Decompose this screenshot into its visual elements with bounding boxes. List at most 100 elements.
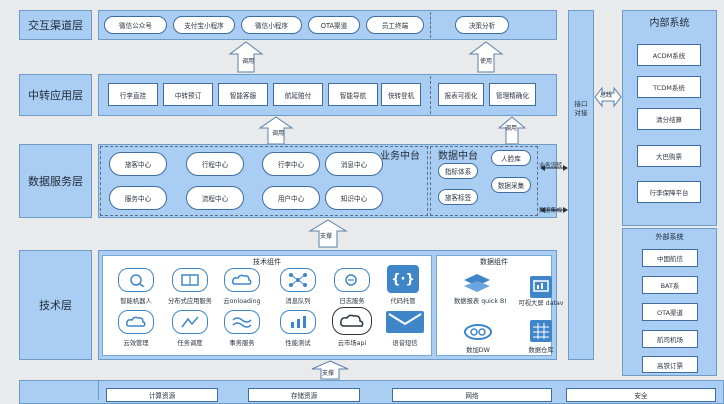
interface-label-line-1: 接口 (574, 100, 588, 108)
dashboard-icon[interactable] (530, 276, 552, 298)
channel-wechat-official[interactable]: 微信公众号 (104, 16, 167, 34)
data-platform (430, 146, 538, 216)
message-queue-label: 消息队列 (285, 298, 311, 305)
center-user[interactable]: 用户中心 (262, 186, 320, 210)
app-management-precise[interactable]: 管理精确化 (489, 83, 536, 106)
app-luggage-direct[interactable]: 行李直挂 (108, 83, 158, 106)
data-platform-title: 数据中台 (438, 151, 478, 162)
transaction-label: 事务服务 (229, 340, 255, 347)
system-rail-ticket[interactable]: 高铁订票 (642, 356, 698, 373)
center-process[interactable]: 流程中心 (186, 186, 244, 210)
arrow-up-icon (468, 41, 504, 73)
performance-test-icon[interactable] (280, 310, 316, 334)
external-systems-title: 外部系统 (655, 233, 684, 241)
system-acdm[interactable]: ACDM系统 (637, 44, 701, 66)
app-smart-service[interactable]: 智能客服 (218, 83, 268, 106)
layer-label-data-service: 数据服务层 (19, 144, 92, 218)
data-metric-system[interactable]: 指标体系 (438, 163, 478, 179)
system-clearing[interactable]: 清分结算 (637, 108, 701, 130)
code-hosting-label: 代码托管 (390, 298, 416, 305)
bus-label: 总线 (600, 92, 613, 99)
devops-label: 云效管理 (123, 340, 149, 347)
app-report-visual[interactable]: 报表可视化 (438, 83, 484, 106)
channel-wechat-mini[interactable]: 微信小程序 (241, 16, 302, 34)
layer-label-transfer: 中转应用层 (19, 74, 92, 116)
divider (98, 380, 99, 400)
devops-cloud-icon[interactable] (118, 310, 154, 334)
divider (430, 12, 431, 38)
channel-decision-analysis[interactable]: 决策分析 (455, 16, 509, 34)
dataworks-label: 数加DW (466, 347, 490, 354)
arrow-up-icon (228, 41, 264, 73)
tech-components-panel (102, 255, 432, 356)
arrow-label-use: 调用 (242, 58, 255, 65)
tech-components-title: 技术组件 (253, 258, 281, 266)
warehouse-icon[interactable] (530, 320, 552, 342)
robot-icon[interactable] (118, 268, 154, 292)
system-tcdm[interactable]: TCDM系统 (637, 76, 701, 98)
distributed-app-icon[interactable] (172, 268, 208, 292)
center-message[interactable]: 消息中心 (325, 152, 383, 176)
data-face-library[interactable]: 人脸库 (491, 150, 531, 166)
dataworks-icon[interactable] (462, 322, 494, 342)
arrow-label-use: 调用 (272, 130, 285, 137)
task-schedule-label: 任务调度 (177, 340, 203, 347)
cloud-market-label: 云市场api (337, 340, 367, 347)
data-components-title: 数据组件 (480, 258, 508, 266)
arrow-label-use: 调用 (505, 125, 518, 132)
business-platform-title: 业务中台 (380, 151, 420, 162)
system-bat[interactable]: BAT系 (642, 276, 698, 294)
mail-icon[interactable] (386, 311, 424, 333)
robot-label: 智能机器人 (120, 298, 152, 305)
app-fast-boarding[interactable]: 快转登机 (381, 83, 421, 106)
cloud-market-icon[interactable] (332, 307, 372, 335)
internal-systems-title: 内部系统 (649, 18, 690, 29)
biz-sync-label: 业务流转 (539, 163, 563, 169)
system-bus-ticket[interactable]: 大巴购票 (637, 145, 701, 167)
channel-ota[interactable]: OTA渠道 (308, 16, 360, 34)
divider (430, 76, 431, 114)
quickbi-label: 数据报表 quick BI (454, 298, 507, 305)
data-passenger-tag[interactable]: 旅客标签 (438, 189, 478, 205)
task-schedule-icon[interactable] (172, 310, 208, 334)
channel-alipay-mini[interactable]: 支付宝小程序 (173, 16, 235, 34)
arrow-label-support: 支撑 (322, 370, 335, 377)
interface-label: 接口 对接 (568, 100, 594, 118)
datav-label: 可视大屏 datav (518, 300, 564, 307)
double-arrow-icon (540, 165, 568, 213)
bus-double-arrow-icon (594, 86, 622, 108)
center-service[interactable]: 服务中心 (109, 186, 167, 210)
interface-column (568, 10, 594, 360)
layer-label-interaction: 交互渠道层 (19, 10, 92, 40)
code-hosting-icon[interactable]: {·} (387, 265, 419, 293)
arrow-label-use: 使用 (480, 58, 493, 65)
layers-icon[interactable] (462, 272, 492, 296)
transaction-icon[interactable] (224, 310, 260, 334)
log-service-icon[interactable] (334, 268, 370, 292)
system-airline-airport[interactable]: 航司机场 (642, 330, 698, 348)
system-travelsky[interactable]: 中国航信 (642, 249, 698, 267)
distributed-app-label: 分布式应用服务 (167, 298, 213, 305)
arrow-up-icon (311, 360, 349, 380)
cloud-icon[interactable] (224, 268, 260, 292)
arrow-up-icon (308, 219, 348, 248)
layer-label-tech: 技术层 (19, 250, 92, 360)
data-collection[interactable]: 数据采集 (491, 177, 531, 193)
business-platform (100, 146, 428, 216)
system-luggage-platform[interactable]: 行李保障平台 (637, 181, 701, 203)
center-itinerary[interactable]: 行程中心 (186, 152, 244, 176)
message-queue-icon[interactable] (280, 268, 316, 292)
app-smart-navigation[interactable]: 智能导航 (328, 83, 378, 106)
log-service-label: 日志服务 (339, 298, 365, 305)
warehouse-label: 数据仓库 (528, 347, 554, 354)
center-knowledge[interactable]: 知识中心 (325, 186, 383, 210)
app-delay-compensation[interactable]: 航延赔付 (273, 83, 323, 106)
channel-staff-terminal[interactable]: 员工终端 (366, 16, 424, 34)
voice-sms-label: 语音短信 (392, 340, 418, 347)
system-ota[interactable]: OTA渠道 (642, 303, 698, 321)
app-transfer-booking[interactable]: 中转预订 (163, 83, 213, 106)
interface-label-line-2: 对接 (574, 109, 588, 117)
center-luggage[interactable]: 行李中心 (262, 152, 320, 176)
cloud-label: 云onloading (223, 298, 261, 305)
center-passenger[interactable]: 旅客中心 (109, 152, 167, 176)
